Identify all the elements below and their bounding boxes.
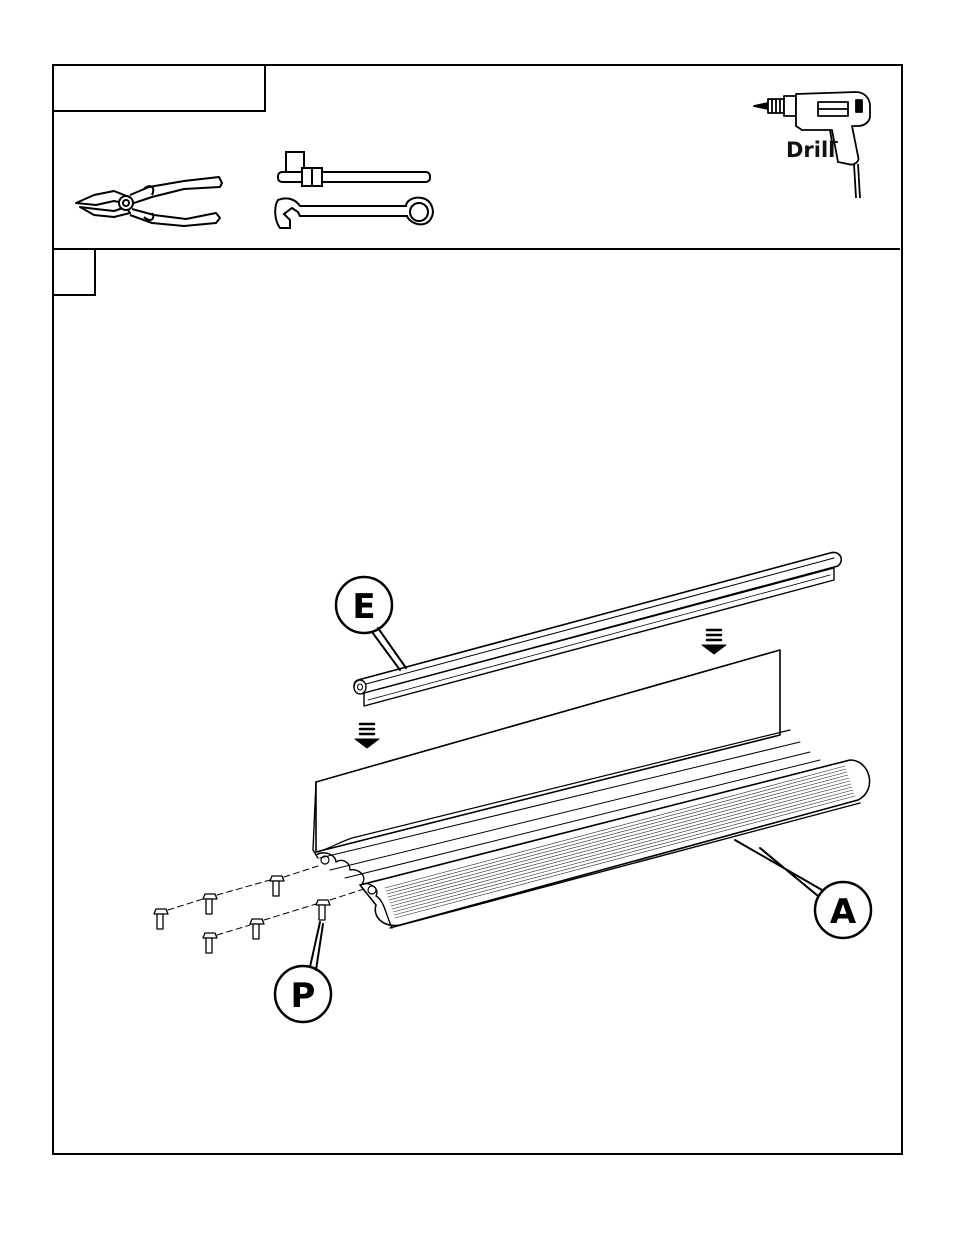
screw (203, 894, 217, 914)
down-arrow-left (355, 724, 379, 748)
callout-a-label: A (830, 892, 857, 932)
screw (250, 919, 264, 939)
screws-p (154, 866, 364, 953)
down-arrow-right (702, 630, 726, 654)
screw (154, 909, 168, 929)
screw (203, 933, 217, 953)
callout-e-label: E (352, 587, 375, 627)
callout-p-label: P (291, 976, 316, 1016)
screw (270, 876, 284, 896)
screw (316, 900, 330, 920)
